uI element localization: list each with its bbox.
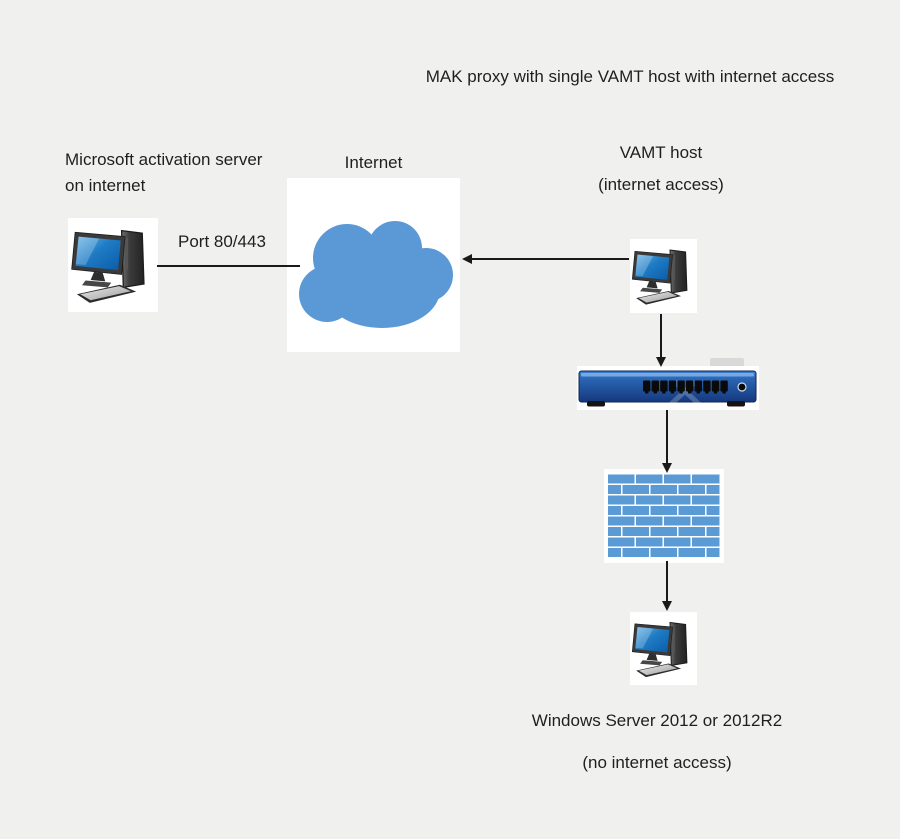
port-label: Port 80/443 <box>178 232 266 251</box>
cloud-icon <box>287 178 460 352</box>
arrowhead-down-icon <box>662 601 672 611</box>
arrowhead-down-icon <box>662 463 672 473</box>
network-switch-icon <box>577 366 759 410</box>
vamt-host-label-line2: (internet access) <box>598 175 724 194</box>
internet-label: Internet <box>344 153 403 172</box>
arrow-vamt-to-internet <box>462 254 629 264</box>
arrow-vamt-to-switch <box>656 314 666 367</box>
arrow-switch-to-firewall <box>662 410 672 473</box>
diagram-title: MAK proxy with single VAMT host with int… <box>425 67 835 86</box>
arrowhead-left-icon <box>462 254 472 264</box>
connector-server-to-internet <box>157 265 300 267</box>
firewall-brick-wall-icon <box>608 474 720 558</box>
isolated-server-label-line2: (no internet access) <box>582 753 732 772</box>
desktop-pc-icon <box>631 613 696 684</box>
switch-tab-decoration <box>710 358 744 367</box>
desktop-pc-icon <box>70 220 156 310</box>
isolated-server-label-line1: Windows Server 2012 or 2012R2 <box>531 711 783 730</box>
desktop-pc-icon <box>631 240 696 312</box>
firewall-panel <box>604 469 724 563</box>
arrow-firewall-to-server <box>662 561 672 611</box>
arrowhead-down-icon <box>656 357 666 367</box>
vamt-host-label-line1: VAMT host <box>619 143 703 162</box>
activation-server-label-line2: on internet <box>65 176 146 195</box>
activation-server-label-line1: Microsoft activation server <box>65 150 263 169</box>
